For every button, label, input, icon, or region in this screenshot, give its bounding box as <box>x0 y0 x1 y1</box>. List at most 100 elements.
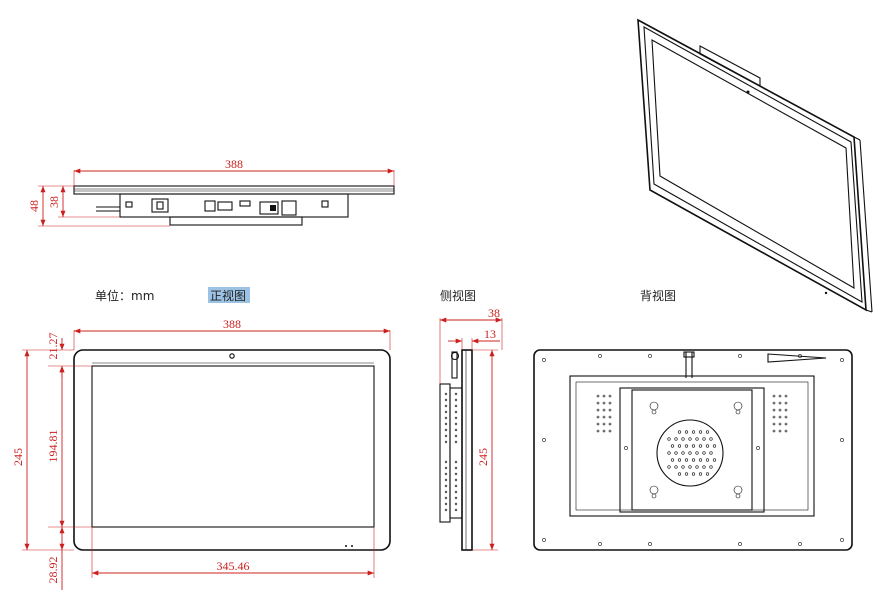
speaker-hole <box>688 451 692 455</box>
vent-hole <box>444 502 448 506</box>
screw-hole <box>738 542 742 546</box>
side-depth-13-dim: 13 <box>484 327 496 341</box>
vent-hole <box>596 394 600 398</box>
vent-hole <box>444 496 448 500</box>
vent-hole <box>444 460 448 464</box>
keyhole <box>733 401 743 411</box>
vent-hole <box>454 404 458 408</box>
speaker-hole <box>681 465 685 469</box>
keyhole-slot <box>735 409 741 415</box>
vent-hole <box>444 428 448 432</box>
vent-hole <box>444 422 448 426</box>
vent-hole <box>784 408 788 412</box>
vent-hole <box>454 460 458 464</box>
side-view: 38 13 245 <box>439 306 503 551</box>
speaker-hole <box>709 451 713 455</box>
vent-hole <box>444 484 448 488</box>
vent-hole <box>454 422 458 426</box>
speaker-hole <box>691 472 696 476</box>
top-view: 388 48 38 <box>27 157 395 227</box>
vent-hole <box>602 401 606 405</box>
vent-hole <box>602 422 606 426</box>
vent-hole <box>444 404 448 408</box>
vent-hole <box>444 434 448 438</box>
vent-hole <box>608 408 612 412</box>
speaker-hole <box>698 430 703 434</box>
side-vent-holes <box>444 392 458 512</box>
screw-hole <box>840 438 844 442</box>
vent-hole <box>444 392 448 396</box>
speaker-hole <box>674 437 678 441</box>
front-height-dim: 245 <box>11 448 25 466</box>
screw-hole <box>798 354 802 358</box>
vent-hole <box>778 422 782 426</box>
vent-hole <box>596 429 600 433</box>
keyhole-slot <box>651 493 657 499</box>
screw-hole <box>624 446 628 450</box>
screw-hole <box>542 358 546 362</box>
speaker-hole <box>702 451 706 455</box>
speaker-hole <box>705 458 710 462</box>
vent-hole <box>602 408 606 412</box>
speaker-hole <box>684 458 689 462</box>
vent-hole <box>772 415 776 419</box>
speaker-hole <box>674 465 678 469</box>
perspective-view <box>637 18 873 313</box>
vent-hole <box>444 416 448 420</box>
side-view-label: 侧视图 <box>440 288 476 303</box>
side-depth-38-dim: 38 <box>488 306 500 320</box>
side-height-dim: 245 <box>476 448 490 466</box>
front-screen-height-dim: 194.81 <box>46 430 60 463</box>
speaker-hole <box>691 458 696 462</box>
vent-hole <box>784 422 788 426</box>
screw-hole <box>756 446 760 450</box>
vent-hole <box>772 408 776 412</box>
speaker-hole <box>709 437 713 441</box>
vent-hole <box>444 410 448 414</box>
screw-hole <box>738 354 742 358</box>
vent-hole <box>784 415 788 419</box>
vent-hole <box>608 394 612 398</box>
vent-hole <box>602 429 606 433</box>
vent-hole <box>772 422 776 426</box>
vent-hole <box>784 429 788 433</box>
vent-hole <box>608 422 612 426</box>
screw-hole <box>542 538 546 542</box>
back-view-label: 背视图 <box>640 288 676 303</box>
front-top-border-dim: 21.27 <box>46 333 60 360</box>
front-bottom-border-dim: 28.92 <box>46 557 60 584</box>
vent-hole <box>608 429 612 433</box>
top-view-width-dim: 388 <box>225 157 243 171</box>
speaker-hole <box>681 451 685 455</box>
vent-hole <box>602 394 606 398</box>
vent-hole <box>608 415 612 419</box>
speaker-hole <box>684 444 689 448</box>
back-vent-holes <box>596 394 788 433</box>
speaker-hole <box>688 437 692 441</box>
vent-hole <box>444 490 448 494</box>
speaker-hole <box>677 472 682 476</box>
speaker-hole <box>691 430 696 434</box>
keyhole <box>649 401 659 411</box>
vent-hole <box>454 392 458 396</box>
keyhole-slot <box>651 409 657 415</box>
speaker-hole <box>677 430 682 434</box>
speaker-hole <box>667 437 671 441</box>
speaker-hole <box>705 472 710 476</box>
vent-hole <box>778 415 782 419</box>
speaker-hole <box>705 444 710 448</box>
vent-hole <box>454 428 458 432</box>
vent-hole <box>454 434 458 438</box>
vent-hole <box>454 508 458 512</box>
screw-hole <box>542 438 546 442</box>
front-screen-width-dim: 345.46 <box>217 559 250 573</box>
vent-hole <box>596 415 600 419</box>
vent-hole <box>778 408 782 412</box>
screw-hole <box>598 354 602 358</box>
vent-hole <box>602 415 606 419</box>
keyhole <box>649 485 659 495</box>
screw-hole <box>798 542 802 546</box>
speaker-hole <box>667 451 671 455</box>
vent-hole <box>454 398 458 402</box>
speaker-hole <box>705 430 710 434</box>
